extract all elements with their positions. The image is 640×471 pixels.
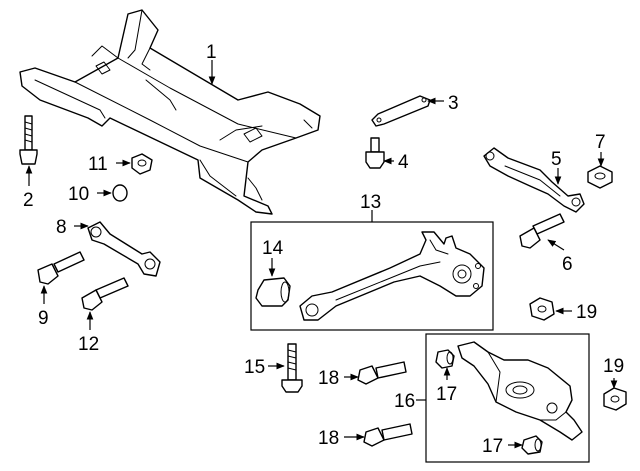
bolt-4 [365, 137, 385, 169]
callout-18-upper: 18 [318, 368, 339, 389]
crossmember [19, 9, 321, 215]
bushing-17-upper [435, 349, 455, 369]
callout-19-upper: 19 [576, 302, 597, 323]
bushing-14 [255, 277, 291, 307]
bolt-9 [37, 251, 85, 285]
callout-17-lower: 17 [482, 436, 503, 457]
bolt-long-left [19, 115, 38, 165]
lower-control-arm [457, 341, 583, 441]
callout-16: 16 [394, 391, 415, 412]
callout-19-lower: 19 [603, 356, 624, 377]
callout-5: 5 [551, 149, 562, 170]
callout-3: 3 [448, 93, 459, 114]
bolt-18-lower [363, 423, 413, 447]
trailing-arm [299, 231, 485, 321]
group-box-16 [425, 333, 590, 463]
callout-15: 15 [244, 357, 265, 378]
callout-6: 6 [562, 254, 573, 275]
callout-11: 11 [88, 154, 108, 175]
nut-19-upper [529, 297, 555, 321]
callout-9: 9 [38, 308, 49, 329]
nut-19-lower [603, 387, 627, 411]
callout-7: 7 [595, 132, 606, 153]
bracket [371, 95, 431, 127]
washer-10 [112, 184, 128, 202]
nut-7 [587, 165, 613, 189]
callout-4: 4 [398, 152, 409, 173]
bolt-18-upper [357, 361, 407, 385]
bolt-12 [81, 277, 129, 311]
callout-2: 2 [23, 190, 34, 211]
callout-12: 12 [78, 334, 99, 355]
bolt-15 [281, 343, 303, 393]
callout-10: 10 [68, 184, 89, 205]
bolt-6 [519, 213, 565, 249]
leader-lines [25, 60, 618, 449]
callout-1: 1 [206, 42, 217, 63]
nut-11 [131, 153, 153, 175]
callout-13: 13 [360, 192, 381, 213]
callout-18-lower: 18 [318, 428, 339, 449]
callout-labels: 1 2 3 4 5 6 7 8 9 10 11 12 13 14 15 16 1… [23, 42, 624, 457]
upper-arm [483, 147, 585, 213]
callout-14: 14 [262, 238, 284, 259]
lower-link [87, 221, 161, 277]
callout-17-upper: 17 [436, 384, 457, 405]
callout-8: 8 [56, 217, 67, 238]
bushing-17-lower [521, 435, 543, 455]
